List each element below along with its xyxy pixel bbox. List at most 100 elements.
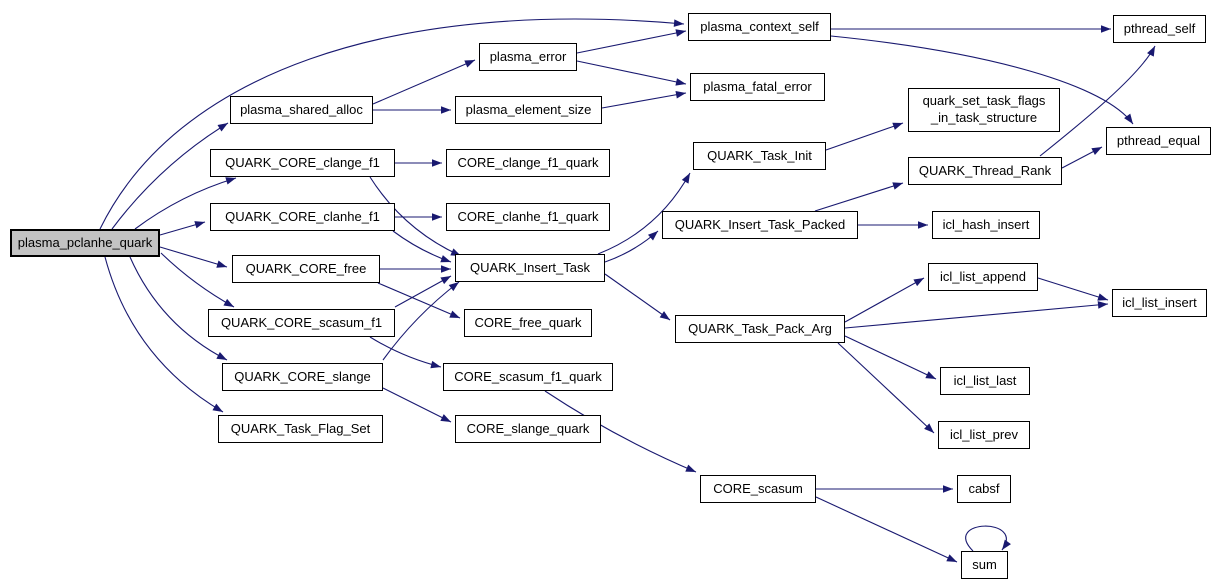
arrowhead-root-slange	[216, 352, 227, 360]
node-clange_quark[interactable]: CORE_clange_f1_quark	[446, 149, 610, 177]
arrowhead-root-clanhe_f1	[194, 221, 205, 229]
edge-core_scasum-sum	[815, 496, 958, 563]
edge-scasum_f1_quark-core_scasum	[544, 390, 697, 473]
node-list_append[interactable]: icl_list_append	[928, 263, 1038, 291]
arrowhead-clanhe_f1-clanhe_quark	[432, 213, 442, 221]
arrowhead-context_self-pthread_equal	[1124, 113, 1133, 124]
edge-pack_arg-list_prev	[837, 342, 935, 434]
arrowhead-shared_alloc-plasma_error	[464, 60, 475, 68]
arrowhead-insert_task-task_init	[681, 173, 690, 184]
node-pthread_equal[interactable]: pthread_equal	[1106, 127, 1211, 155]
node-quark_set[interactable]: quark_set_task_flags _in_task_structure	[908, 88, 1060, 132]
node-thread_rank[interactable]: QUARK_Thread_Rank	[908, 157, 1062, 185]
arrowhead-root-core_free	[216, 260, 227, 268]
edge-packed-thread_rank	[814, 182, 904, 212]
edge-pack_arg-list_append	[844, 277, 925, 323]
node-list_last[interactable]: icl_list_last	[940, 367, 1030, 395]
node-slange_quark[interactable]: CORE_slange_quark	[455, 415, 601, 443]
node-core_scasum[interactable]: CORE_scasum	[700, 475, 816, 503]
node-hash_insert[interactable]: icl_hash_insert	[932, 211, 1040, 239]
arrowhead-scasum_f1-scasum_f1_quark	[430, 360, 441, 369]
arrowhead-shared_alloc-element_size	[441, 106, 451, 114]
edge-root-context_self	[99, 18, 685, 230]
edge-list_append-list_insert	[1037, 277, 1109, 301]
arrowhead-pack_arg-list_last	[925, 371, 936, 379]
arrowhead-element_size-fatal_error	[675, 91, 686, 99]
arrowhead-list_append-list_insert	[1097, 293, 1108, 301]
edge-root-scasum_f1	[160, 252, 235, 308]
arrowhead-thread_rank-pthread_self	[1147, 46, 1155, 57]
edge-thread_rank-pthread_self	[1039, 45, 1156, 157]
arrowhead-packed-hash_insert	[918, 221, 928, 229]
edge-insert_task-pack_arg	[604, 273, 671, 321]
arrowhead-clanhe_f1-insert_task	[440, 255, 451, 263]
arrowhead-thread_rank-pthread_equal	[1091, 147, 1102, 156]
node-shared_alloc[interactable]: plasma_shared_alloc	[230, 96, 373, 124]
arrowhead-slange-slange_quark	[440, 414, 451, 422]
node-flag_set[interactable]: QUARK_Task_Flag_Set	[218, 415, 383, 443]
arrowhead-scasum_f1-insert_task	[440, 276, 451, 285]
node-pthread_self[interactable]: pthread_self	[1113, 15, 1206, 43]
arrowhead-task_init-quark_set	[892, 122, 903, 130]
edge-sum-sum	[965, 525, 1007, 552]
edge-insert_task-task_init	[597, 172, 691, 255]
node-scasum_f1[interactable]: QUARK_CORE_scasum_f1	[208, 309, 395, 337]
edge-slange-insert_task	[382, 281, 460, 361]
node-clange_f1[interactable]: QUARK_CORE_clange_f1	[210, 149, 395, 177]
edge-root-flag_set	[104, 256, 224, 413]
arrowhead-plasma_error-context_self	[675, 29, 686, 37]
node-insert_task[interactable]: QUARK_Insert_Task	[455, 254, 605, 282]
arrowhead-core_free-free_quark	[449, 310, 460, 318]
edge-task_init-quark_set	[825, 122, 904, 151]
node-list_prev[interactable]: icl_list_prev	[938, 421, 1030, 449]
node-free_quark[interactable]: CORE_free_quark	[464, 309, 592, 337]
arrowhead-pack_arg-list_prev	[924, 423, 934, 433]
arrowhead-context_self-pthread_self	[1101, 25, 1111, 33]
arrowhead-pack_arg-list_insert	[1097, 301, 1108, 309]
edge-root-clange_f1	[134, 177, 237, 230]
node-slange[interactable]: QUARK_CORE_slange	[222, 363, 383, 391]
edge-plasma_error-fatal_error	[576, 60, 687, 85]
node-plasma_error[interactable]: plasma_error	[479, 43, 577, 71]
node-core_free[interactable]: QUARK_CORE_free	[232, 255, 380, 283]
node-pack_arg[interactable]: QUARK_Task_Pack_Arg	[675, 315, 845, 343]
node-packed[interactable]: QUARK_Insert_Task_Packed	[662, 211, 858, 239]
arrowhead-clange_f1-clange_quark	[432, 159, 442, 167]
edge-context_self-pthread_equal	[830, 35, 1134, 125]
edge-slange-slange_quark	[382, 387, 452, 423]
node-clanhe_f1[interactable]: QUARK_CORE_clanhe_f1	[210, 203, 395, 231]
arrowhead-slange-insert_task	[448, 282, 459, 292]
arrowhead-scasum_f1_quark-core_scasum	[685, 464, 696, 472]
node-sum[interactable]: sum	[961, 551, 1008, 579]
edge-clange_f1-insert_task	[369, 176, 462, 257]
node-element_size[interactable]: plasma_element_size	[455, 96, 602, 124]
node-clanhe_quark[interactable]: CORE_clanhe_f1_quark	[446, 203, 610, 231]
arrowhead-pack_arg-list_append	[913, 278, 924, 287]
edge-shared_alloc-plasma_error	[372, 59, 476, 105]
arrowhead-root-flag_set	[212, 403, 223, 412]
node-list_insert[interactable]: icl_list_insert	[1112, 289, 1207, 317]
node-root[interactable]: plasma_pclanhe_quark	[10, 229, 160, 257]
arrowhead-core_free-insert_task	[441, 265, 451, 273]
arrowhead-plasma_error-fatal_error	[675, 78, 686, 86]
arrowhead-root-scasum_f1	[223, 298, 234, 307]
node-fatal_error[interactable]: plasma_fatal_error	[690, 73, 825, 101]
node-context_self[interactable]: plasma_context_self	[688, 13, 831, 41]
arrowhead-core_scasum-sum	[946, 554, 957, 562]
edge-element_size-fatal_error	[601, 92, 687, 109]
arrowhead-root-shared_alloc	[217, 123, 228, 132]
edge-plasma_error-context_self	[576, 30, 687, 54]
arrowhead-insert_task-pack_arg	[659, 311, 670, 320]
node-task_init[interactable]: QUARK_Task_Init	[693, 142, 826, 170]
arrowhead-root-clange_f1	[225, 177, 236, 185]
arrowhead-sum-sum	[1002, 539, 1011, 550]
edge-pack_arg-list_last	[844, 335, 937, 380]
node-cabsf[interactable]: cabsf	[957, 475, 1011, 503]
arrowhead-core_scasum-cabsf	[943, 485, 953, 493]
edge-pack_arg-list_insert	[844, 303, 1109, 329]
edge-root-core_free	[159, 246, 228, 268]
arrowhead-root-context_self	[673, 19, 684, 27]
node-scasum_f1_quark[interactable]: CORE_scasum_f1_quark	[443, 363, 613, 391]
